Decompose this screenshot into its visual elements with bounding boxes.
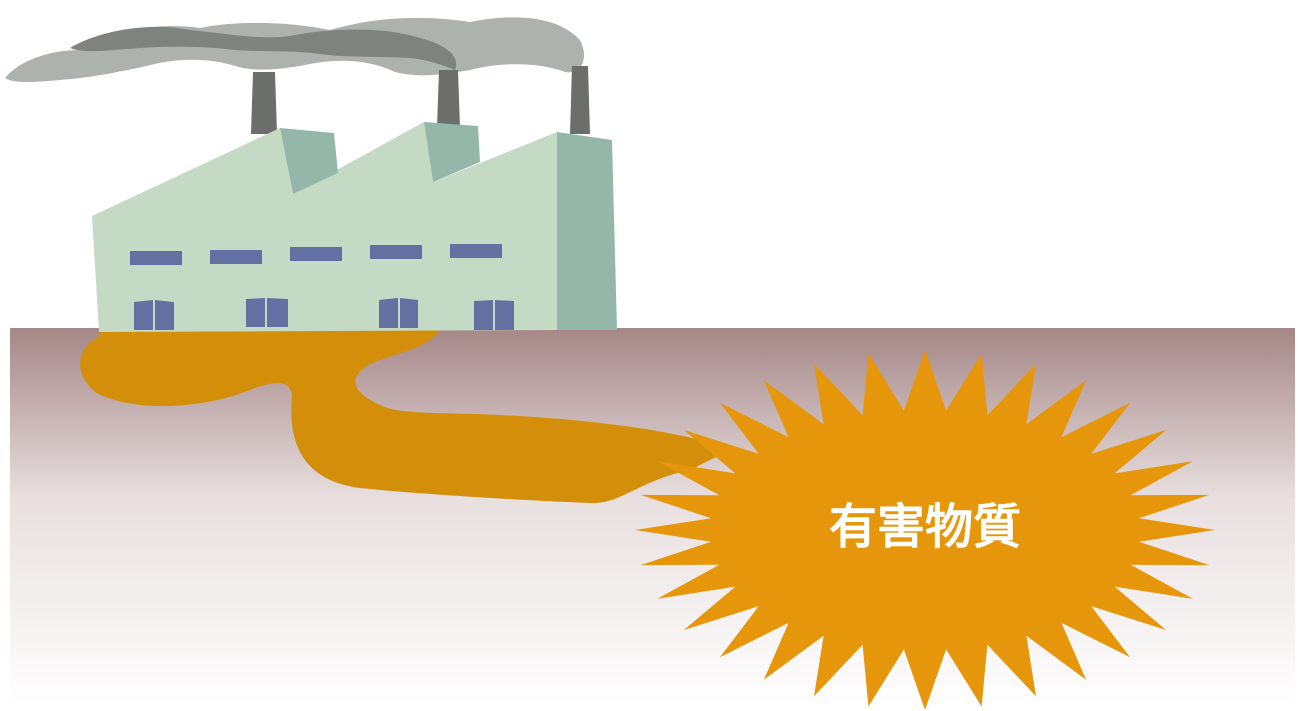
smoke-icon	[5, 17, 585, 82]
contamination-plume	[80, 330, 720, 504]
upper-windows	[130, 244, 502, 265]
factory-doors	[134, 298, 514, 330]
factory-icon	[92, 122, 617, 332]
harmful-substances-label: 有害物質	[829, 499, 1021, 555]
starburst-icon	[635, 350, 1215, 710]
chimneys	[251, 66, 590, 134]
